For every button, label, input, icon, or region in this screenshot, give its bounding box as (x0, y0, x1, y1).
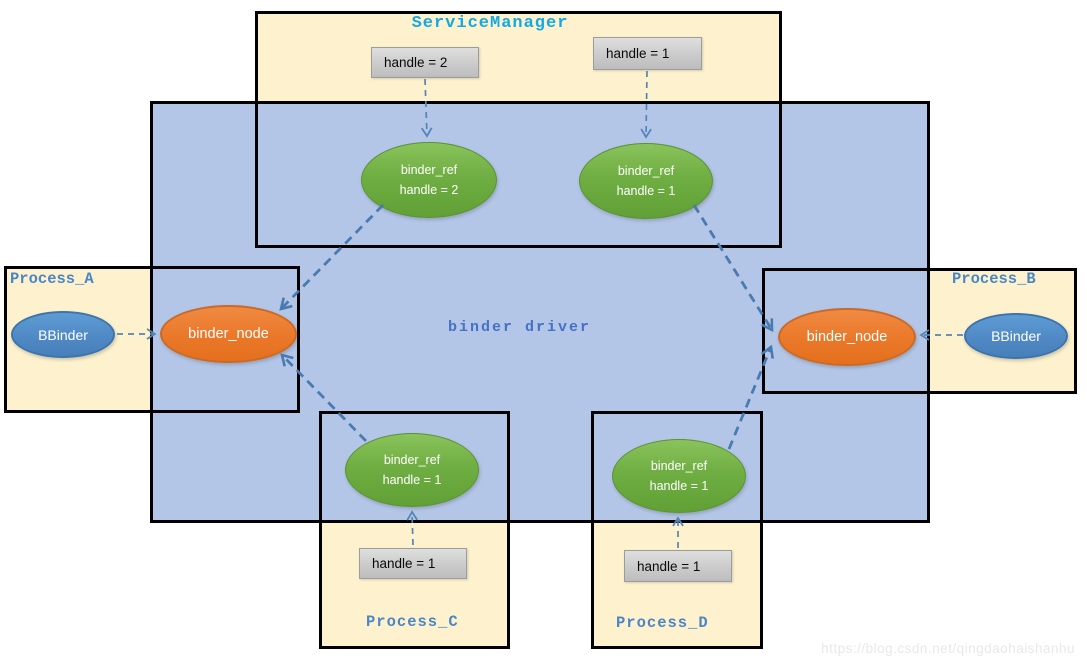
binder-ref-name: binder_ref (617, 164, 675, 178)
binder-driver-label: binder driver (448, 319, 592, 336)
process-a-box-frame (4, 266, 300, 413)
service-manager-box-frame (255, 11, 782, 248)
binder-ref-name: binder_ref (400, 163, 458, 177)
binder-node-ellipse-right: binder_node (778, 308, 916, 366)
handle-box-servicemanager-left: handle = 2 (371, 47, 479, 78)
binder-ref-handle: handle = 1 (649, 479, 709, 493)
service-manager-title: ServiceManager (411, 14, 569, 33)
handle-box-servicemanager-right: handle = 1 (593, 37, 702, 70)
process-d-box-frame (591, 411, 763, 649)
process-c-label: Process_C (366, 613, 459, 631)
binder-node-label: binder_node (188, 326, 269, 342)
csdn-watermark: https://blog.csdn.net/qingdaohaishanhu (821, 641, 1075, 656)
binder-ref-ellipse-handle1-top: binder_ref handle = 1 (579, 143, 713, 219)
binder-ref-ellipse-process-d: binder_ref handle = 1 (612, 439, 746, 513)
binder-ref-ellipse-process-c: binder_ref handle = 1 (345, 433, 479, 507)
process-b-label: Process_B (952, 270, 1036, 288)
bbinder-label: BBinder (38, 326, 88, 343)
binder-ref-handle: handle = 1 (616, 184, 676, 198)
binder-ref-ellipse-handle2: binder_ref handle = 2 (361, 142, 497, 218)
bbinder-ellipse-process-a: BBinder (11, 311, 115, 358)
binder-driver-box (150, 101, 930, 523)
process-a-label: Process_A (10, 270, 94, 288)
handle-box-label: handle = 2 (384, 55, 448, 70)
process-d-label: Process_D (616, 614, 709, 632)
process-c-box-frame (319, 411, 510, 649)
binder-ref-name: binder_ref (650, 459, 708, 473)
binder-ref-handle: handle = 2 (399, 183, 459, 197)
binder-ref-name: binder_ref (383, 453, 441, 467)
binder-ref-handle: handle = 1 (382, 473, 442, 487)
bbinder-ellipse-process-b: BBinder (964, 313, 1068, 359)
binder-node-ellipse-left: binder_node (160, 305, 297, 363)
handle-box-label: handle = 1 (637, 558, 701, 574)
bbinder-label: BBinder (991, 328, 1041, 344)
handle-box-process-d: handle = 1 (624, 550, 732, 582)
handle-box-process-c: handle = 1 (359, 548, 467, 579)
handle-box-label: handle = 1 (606, 46, 670, 61)
handle-box-label: handle = 1 (372, 556, 436, 571)
binder-node-label: binder_node (806, 329, 888, 345)
